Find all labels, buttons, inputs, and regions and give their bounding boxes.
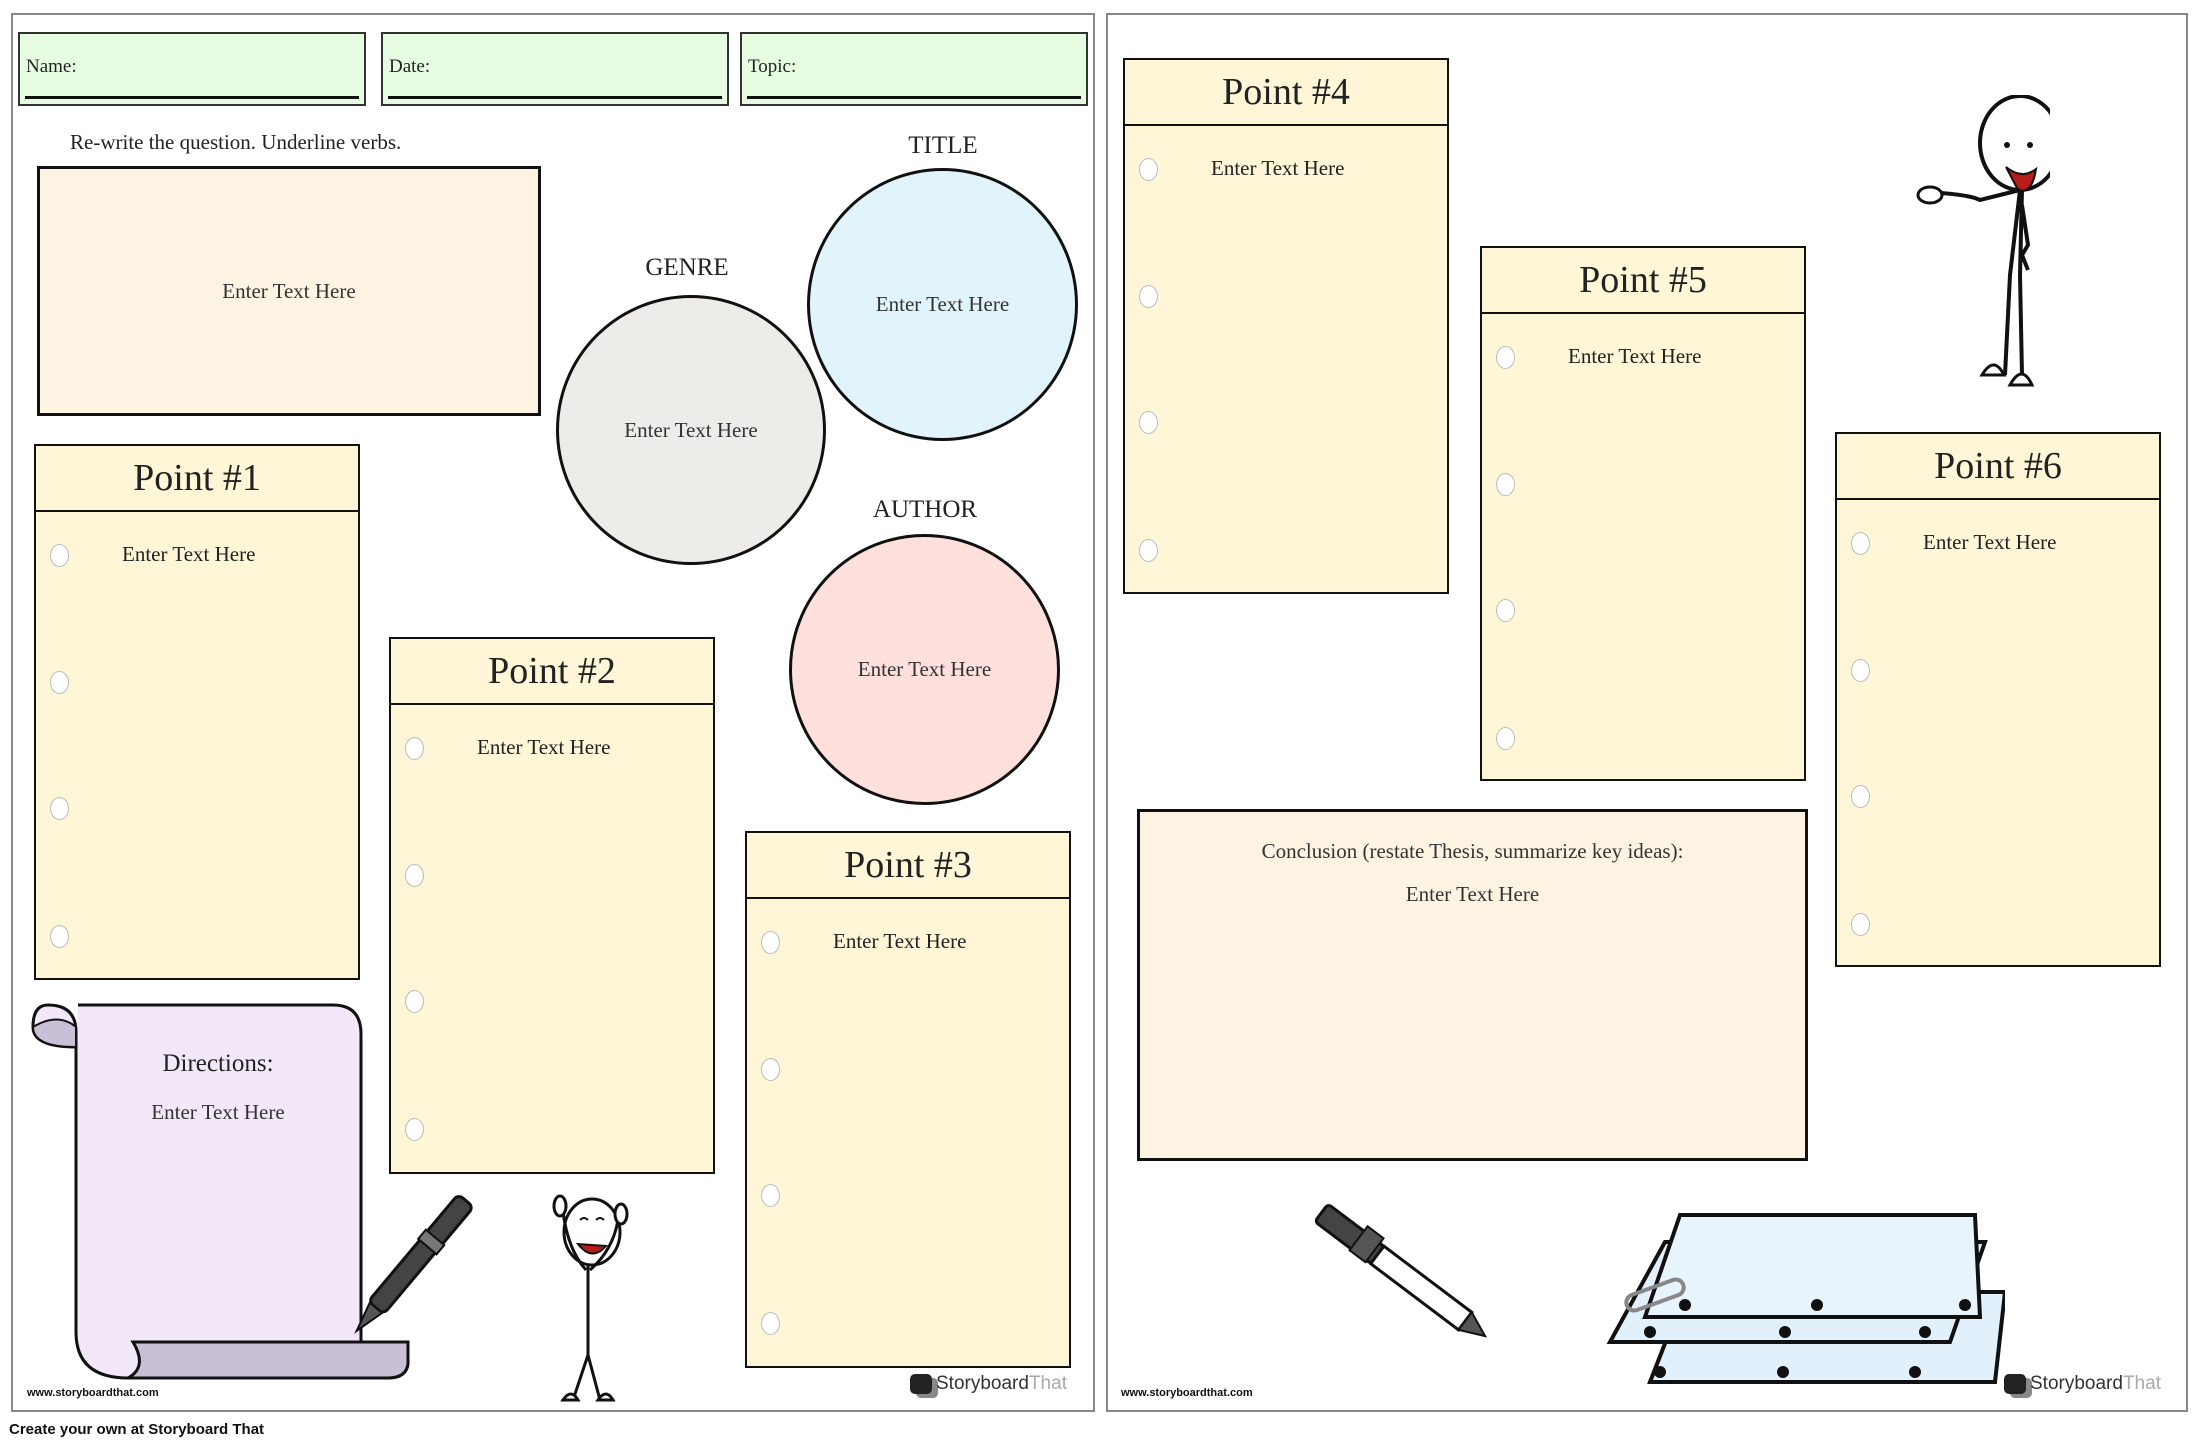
conclusion-text: Enter Text Here	[1405, 882, 1540, 906]
marker-pen-icon	[1314, 1204, 1488, 1338]
point-text: Enter Text Here	[1923, 530, 2057, 554]
genre-circle[interactable]: Enter Text Here	[556, 295, 826, 565]
punch-hole-icon	[1496, 727, 1515, 750]
punch-hole-icon	[405, 864, 424, 887]
speech-bubble-icon	[2004, 1374, 2026, 1394]
point-box-2[interactable]: Point #2 Enter Text Here	[389, 637, 715, 1174]
point-title: Point #6	[1837, 434, 2159, 500]
topic-underline	[747, 96, 1081, 99]
punch-hole-icon	[1851, 532, 1870, 555]
storyboardthat-logo-right[interactable]: StoryboardThat	[2004, 1373, 2161, 1395]
conclusion-title: Conclusion (restate Thesis, summarize ke…	[1261, 839, 1684, 863]
point-title: Point #5	[1482, 248, 1804, 314]
punch-hole-icon	[1851, 913, 1870, 936]
topic-field[interactable]: Topic:	[740, 32, 1088, 106]
logo-text: StoryboardThat	[936, 1373, 1067, 1394]
punch-hole-icon	[761, 1058, 780, 1081]
title-circle[interactable]: Enter Text Here	[807, 168, 1078, 441]
punch-hole-icon	[50, 544, 69, 567]
watermark-url-left: www.storyboardthat.com	[27, 1387, 159, 1399]
date-field[interactable]: Date:	[381, 32, 729, 106]
conclusion-box[interactable]: Conclusion (restate Thesis, summarize ke…	[1137, 809, 1808, 1161]
title-label: TITLE	[908, 132, 978, 159]
punch-hole-icon	[1139, 158, 1158, 181]
point-box-5[interactable]: Point #5 Enter Text Here	[1480, 246, 1806, 781]
punch-hole-icon	[1496, 473, 1515, 496]
point-text: Enter Text Here	[122, 542, 256, 566]
punch-hole-icon	[50, 797, 69, 820]
punch-hole-icon	[761, 1184, 780, 1207]
point-text: Enter Text Here	[1211, 156, 1345, 180]
scroll-illustration	[31, 1003, 410, 1380]
date-underline	[388, 96, 722, 99]
watermark-url-right: www.storyboardthat.com	[1121, 1387, 1253, 1399]
punch-hole-icon	[761, 1312, 780, 1335]
point-text: Enter Text Here	[833, 929, 967, 953]
punch-hole-icon	[761, 931, 780, 954]
punch-hole-icon	[1139, 285, 1158, 308]
name-field[interactable]: Name:	[18, 32, 366, 106]
rewrite-text: Enter Text Here	[222, 278, 356, 303]
paper-stack-icon	[1606, 1213, 2005, 1384]
punch-hole-icon	[405, 990, 424, 1013]
directions-title: Directions:	[162, 1050, 274, 1077]
point-text: Enter Text Here	[477, 735, 611, 759]
topic-label: Topic:	[748, 56, 797, 77]
date-label: Date:	[389, 56, 431, 77]
punch-hole-icon	[50, 671, 69, 694]
point-title: Point #3	[747, 833, 1069, 899]
point-title: Point #1	[36, 446, 358, 512]
punch-hole-icon	[405, 1118, 424, 1141]
speech-bubble-icon	[910, 1374, 932, 1394]
genre-label: GENRE	[645, 254, 729, 281]
author-label: AUTHOR	[872, 496, 978, 523]
name-underline	[25, 96, 359, 99]
footer-link[interactable]: Create your own at Storyboard That	[9, 1421, 265, 1438]
storyboardthat-logo-left[interactable]: StoryboardThat	[910, 1373, 1067, 1395]
directions-text[interactable]: Enter Text Here	[151, 1100, 285, 1124]
point-box-1[interactable]: Point #1 Enter Text Here	[34, 444, 360, 980]
punch-hole-icon	[1851, 785, 1870, 808]
punch-hole-icon	[1851, 659, 1870, 682]
rewrite-box[interactable]: Enter Text Here	[37, 166, 541, 416]
title-text: Enter Text Here	[875, 292, 1010, 316]
rewrite-instruction: Re-write the question. Underline verbs.	[70, 130, 402, 154]
stick-figure-cheering	[552, 1194, 629, 1402]
genre-text: Enter Text Here	[624, 417, 758, 442]
author-circle[interactable]: Enter Text Here	[789, 534, 1060, 805]
fountain-pen-icon	[354, 1195, 473, 1334]
punch-hole-icon	[1496, 599, 1515, 622]
point-title: Point #2	[391, 639, 713, 705]
stick-figure-pointing	[1916, 95, 2050, 387]
punch-hole-icon	[50, 925, 69, 948]
point-box-4[interactable]: Point #4 Enter Text Here	[1123, 58, 1449, 594]
point-box-3[interactable]: Point #3 Enter Text Here	[745, 831, 1071, 1368]
punch-hole-icon	[1496, 346, 1515, 369]
name-label: Name:	[26, 56, 77, 77]
logo-text: StoryboardThat	[2030, 1373, 2161, 1394]
punch-hole-icon	[1139, 539, 1158, 562]
punch-hole-icon	[405, 737, 424, 760]
author-text: Enter Text Here	[857, 657, 992, 681]
point-box-6[interactable]: Point #6 Enter Text Here	[1835, 432, 2161, 967]
punch-hole-icon	[1139, 411, 1158, 434]
point-text: Enter Text Here	[1568, 344, 1702, 368]
point-title: Point #4	[1125, 60, 1447, 126]
